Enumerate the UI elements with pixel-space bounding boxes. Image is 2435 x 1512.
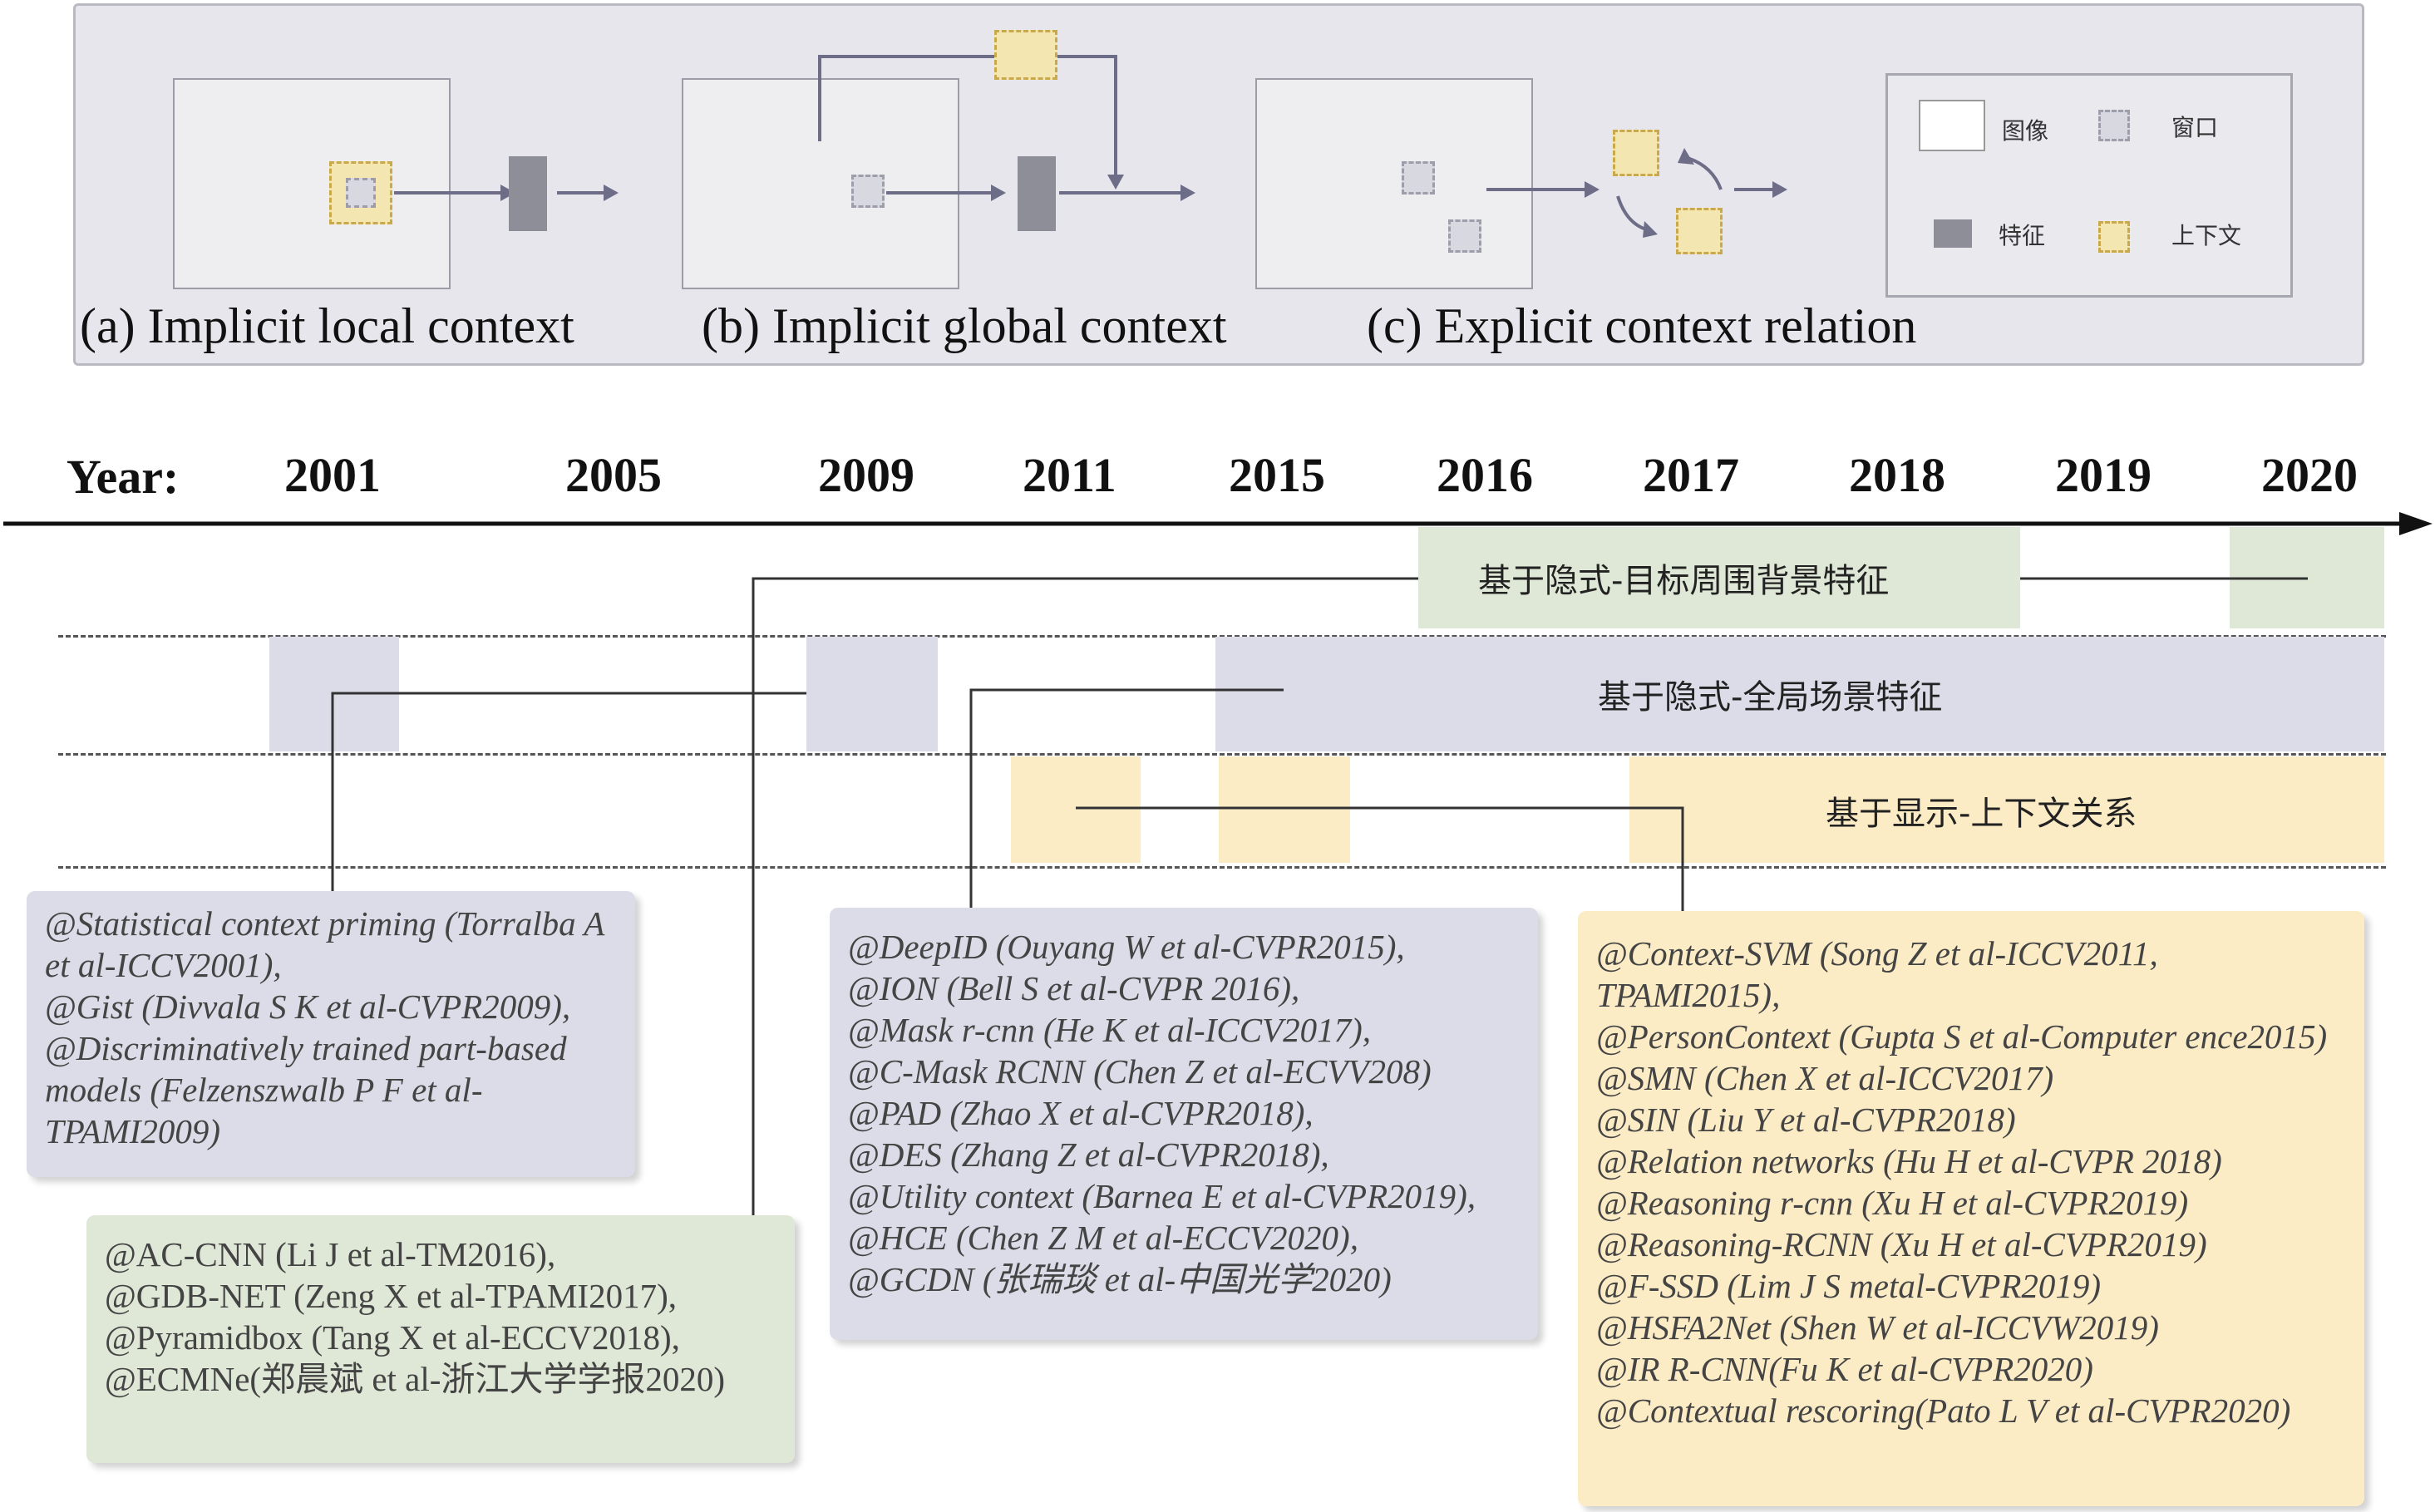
reference-item: @HSFA2Net (Shen W et al-ICCVW2019) — [1596, 1308, 2159, 1347]
band-global-main — [1215, 637, 2384, 751]
legend-window-swatch — [2098, 110, 2130, 141]
year-tick-2019: 2019 — [2055, 448, 2152, 502]
panel-a-arrows — [394, 185, 619, 201]
reference-item: @GDB-NET (Zeng X et al-TPAMI2017), — [105, 1277, 677, 1315]
panel-a-feature — [509, 156, 547, 231]
panel-c-window-1 — [1402, 161, 1435, 195]
panel-b-arrows — [818, 55, 1195, 201]
reference-item: @Discriminatively trained part-based mod… — [45, 1029, 567, 1150]
row-divider-1 — [58, 635, 2386, 638]
year-tick-2015: 2015 — [1229, 448, 1325, 502]
reference-item: @C-Mask RCNN (Chen Z et al-ECVV208) — [848, 1052, 1432, 1091]
panel-b-object-window — [851, 175, 885, 208]
reference-item: @Relation networks (Hu H et al-CVPR 2018… — [1596, 1142, 2222, 1180]
row-divider-2 — [58, 753, 2386, 756]
row-divider-3 — [58, 866, 2386, 869]
panel-a-caption: (a) Implicit local context — [80, 298, 574, 353]
panel-b-feature — [1018, 156, 1056, 231]
reference-item: @Pyramidbox (Tang X et al-ECCV2018), — [105, 1318, 680, 1357]
band-explicit-2015 — [1219, 756, 1350, 863]
reference-item: @AC-CNN (Li J et al-TM2016), — [105, 1235, 556, 1273]
reference-item: @DES (Zhang Z et al-CVPR2018), — [848, 1135, 1329, 1174]
panel-c-context-2 — [1676, 208, 1723, 254]
reference-item: @SIN (Liu Y et al-CVPR2018) — [1596, 1101, 2016, 1139]
year-tick-2009: 2009 — [818, 448, 914, 502]
reference-item: @Reasoning-RCNN (Xu H et al-CVPR2019) — [1596, 1225, 2207, 1263]
reference-item: @Statistical context priming (Torralba A… — [45, 904, 604, 984]
panel-c-caption: (c) Explicit context relation — [1367, 298, 1917, 353]
reference-item: @Utility context (Barnea E et al-CVPR201… — [848, 1177, 1476, 1215]
panel-a-image — [173, 78, 451, 289]
reference-item: @F-SSD (Lim J S metal-CVPR2019) — [1596, 1267, 2102, 1305]
reference-item: @ION (Bell S et al-CVPR 2016), — [848, 969, 1300, 1007]
reference-item: @Reasoning r-cnn (Xu H et al-CVPR2019) — [1596, 1184, 2189, 1222]
reference-item: @Context-SVM (Song Z et al-ICCV2011, TPA… — [1596, 934, 2158, 1014]
legend-feature-swatch — [1934, 219, 1972, 248]
refs-box-1: @Statistical context priming (Torralba A… — [27, 891, 635, 1177]
legend-feature-label: 特征 — [1999, 222, 2046, 249]
refs-box-2: @AC-CNN (Li J et al-TM2016), @GDB-NET (Ze… — [86, 1215, 795, 1463]
reference-item: @HCE (Chen Z M et al-ECCV2020), — [848, 1219, 1358, 1257]
panel-c-window-2 — [1448, 219, 1481, 253]
reference-item: @ECMNe(郑晨斌 et al-浙江大学学报2020) — [105, 1360, 726, 1398]
reference-item: @Mask r-cnn (He K et al-ICCV2017), — [848, 1011, 1371, 1049]
reference-item: @PersonContext (Gupta S et al-Computer e… — [1596, 1017, 2328, 1056]
panel-b-context-window — [994, 30, 1057, 80]
reference-item: @Gist (Divvala S K et al-CVPR2009), — [45, 987, 571, 1026]
band-explicit-2011 — [1011, 756, 1141, 863]
year-tick-2020: 2020 — [2261, 448, 2358, 502]
panel-b-caption: (b) Implicit global context — [702, 298, 1227, 353]
reference-item: @SMN (Chen X et al-ICCV2017) — [1596, 1059, 2054, 1097]
legend-context-label: 上下文 — [2171, 222, 2242, 249]
refs-box-4: @Context-SVM (Song Z et al-ICCV2011, TPA… — [1578, 911, 2364, 1506]
band-local-label: 基于隐式-目标周围背景特征 — [1478, 562, 1890, 600]
band-explicit-label: 基于显示-上下文关系 — [1826, 795, 2137, 833]
legend-window-label: 窗口 — [2171, 114, 2219, 141]
band-global-2009 — [806, 637, 938, 751]
year-tick-2011: 2011 — [1023, 448, 1116, 502]
legend-image-label: 图像 — [2002, 117, 2049, 145]
refs-box-3: @DeepID (Ouyang W et al-CVPR2015),@ION (… — [830, 908, 1538, 1340]
reference-item: @IR R-CNN(Fu K et al-CVPR2020) — [1596, 1350, 2093, 1388]
year-tick-2017: 2017 — [1643, 448, 1739, 502]
panel-c-arrows — [1486, 148, 1787, 238]
reference-item: @DeepID (Ouyang W et al-CVPR2015), — [848, 928, 1405, 966]
band-local-main — [1418, 527, 2020, 628]
year-tick-2005: 2005 — [565, 448, 662, 502]
reference-item: @GCDN (张瑞琰 et al-中国光学2020) — [848, 1260, 1392, 1298]
legend-image-swatch — [1919, 100, 1985, 151]
legend-context-swatch — [2098, 221, 2130, 253]
band-explicit-main — [1629, 756, 2384, 863]
panel-a-object-window — [346, 178, 376, 208]
year-axis-label: Year: — [67, 450, 180, 504]
year-tick-2001: 2001 — [284, 448, 381, 502]
reference-item: @PAD (Zhao X et al-CVPR2018), — [848, 1094, 1314, 1132]
panel-c-image — [1255, 78, 1533, 289]
year-tick-2016: 2016 — [1437, 448, 1533, 502]
timeline-axis — [3, 512, 2433, 535]
band-global-label: 基于隐式-全局场景特征 — [1598, 678, 1943, 717]
panel-c-context-1 — [1613, 130, 1659, 176]
year-tick-2018: 2018 — [1849, 448, 1945, 502]
reference-item: @Contextual rescoring(Pato L V et al-CVP… — [1596, 1391, 2291, 1430]
